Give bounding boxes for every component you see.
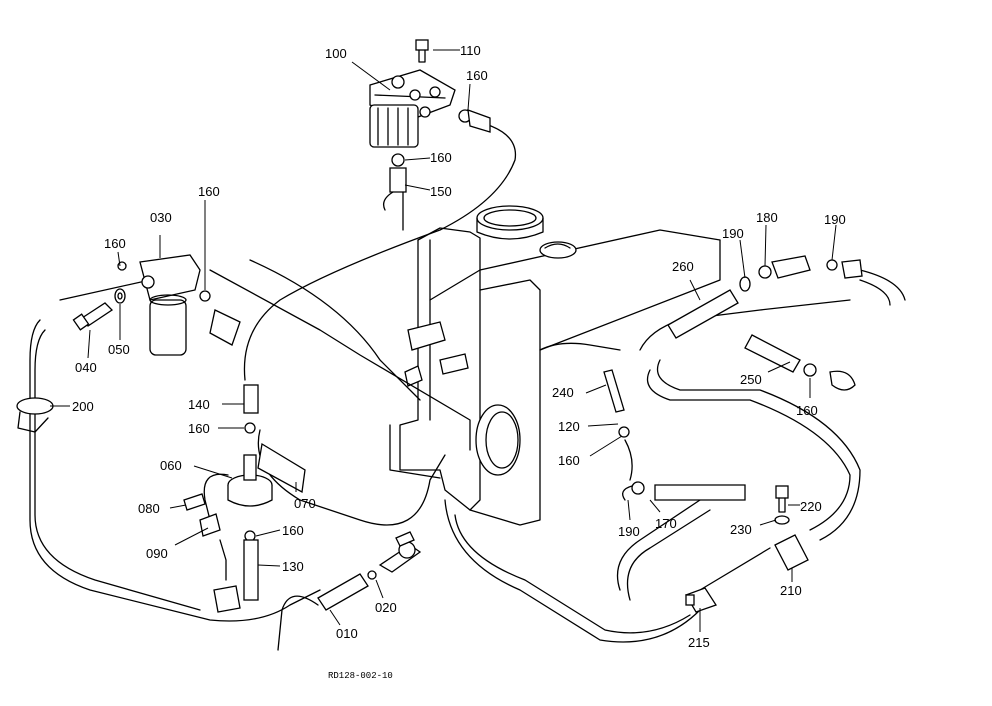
fuel-tank [389,205,721,526]
hose-260 [667,276,751,339]
part-label-200: 200 [72,399,94,414]
bolt-110 [415,39,429,63]
part-label-080: 080 [138,501,160,516]
fuel-filter-030 [117,254,211,356]
part-label-180: 180 [756,210,778,225]
fuel-filter-100 [369,69,456,148]
part-label-090: 090 [146,546,168,561]
part-label-160: 160 [558,453,580,468]
part-label-140: 140 [188,397,210,412]
part-label-230: 230 [730,522,752,537]
hose-250 [744,334,856,391]
part-label-030: 030 [150,210,172,225]
diagram-code: RD128-002-10 [328,671,393,681]
part-label-160: 160 [466,68,488,83]
part-label-160: 160 [198,184,220,199]
part-label-220: 220 [800,499,822,514]
part-label-070: 070 [294,496,316,511]
part-label-210: 210 [780,583,802,598]
bolt-220 [775,485,789,513]
hose-150 [382,153,407,231]
washer-050 [114,288,126,304]
part-label-240: 240 [552,385,574,400]
part-label-260: 260 [672,259,694,274]
part-labels: 100 110 160 160 150 160 030 160 040 050 … [72,43,846,681]
part-label-250: 250 [740,372,762,387]
hose-010 [277,573,369,651]
fuel-lines [29,119,906,643]
fuel-cock-020 [367,531,422,580]
connector-180 [758,255,863,279]
part-label-190: 190 [824,212,846,227]
leader-lines [50,49,837,632]
part-label-100: 100 [325,46,347,61]
part-label-160: 160 [188,421,210,436]
part-label-160: 160 [104,236,126,251]
part-label-160: 160 [796,403,818,418]
part-label-120: 120 [558,419,580,434]
bracket-215 [685,587,717,613]
part-label-010: 010 [336,626,358,641]
washer-230 [774,515,790,525]
part-label-160: 160 [430,150,452,165]
fuel-pump-060 [183,422,306,613]
part-label-190: 190 [618,524,640,539]
part-label-050: 050 [108,342,130,357]
hose-140 [209,309,259,414]
part-label-020: 020 [375,600,397,615]
part-label-060: 060 [160,458,182,473]
part-label-215: 215 [688,635,710,650]
bolt-040 [72,302,114,331]
part-label-190: 190 [722,226,744,241]
part-label-130: 130 [282,559,304,574]
sender-210 [699,534,809,591]
part-label-110: 110 [460,43,481,58]
hose-170 [622,481,746,501]
hose-240 [603,369,633,481]
part-label-160: 160 [282,523,304,538]
part-label-150: 150 [430,184,452,199]
part-label-040: 040 [75,360,97,375]
clamp-160-top [458,109,491,133]
part-label-170: 170 [655,516,677,531]
